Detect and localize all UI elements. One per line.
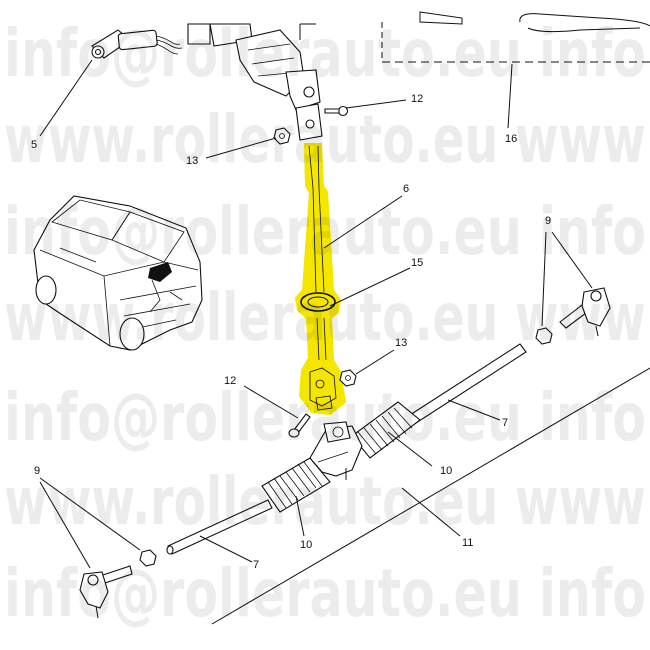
label-part-12-lower: 12 bbox=[224, 375, 236, 387]
part-15-grommet bbox=[300, 292, 336, 312]
label-part-13-upper: 13 bbox=[186, 155, 198, 167]
part-10-bellow-right bbox=[351, 401, 421, 459]
part-13-nut-right bbox=[535, 327, 553, 345]
label-part-10-left: 10 bbox=[300, 539, 312, 551]
label-part-5: 5 bbox=[31, 139, 37, 151]
label-part-11: 11 bbox=[462, 537, 473, 549]
part-9-tie-rod-end-left bbox=[79, 565, 133, 619]
watermark-row: www.rollerauto.eu www bbox=[4, 463, 646, 540]
label-part-12-upper: 12 bbox=[411, 93, 423, 105]
label-part-9-right: 9 bbox=[545, 215, 551, 227]
watermark-row: info@rollerauto.eu info bbox=[4, 193, 646, 270]
part-13-nut-left bbox=[139, 549, 157, 567]
label-part-13-middle: 13 bbox=[395, 337, 407, 349]
watermark: info@rollerauto.eu info www.rollerauto.e… bbox=[4, 15, 646, 632]
label-part-6: 6 bbox=[403, 183, 409, 195]
watermark-row: www.rollerauto.eu www bbox=[4, 101, 646, 178]
part-labels: 5 6 7 7 9 9 10 10 11 12 12 13 13 15 16 bbox=[31, 93, 551, 571]
part-12-bolt-upper bbox=[324, 105, 349, 117]
car-illustration bbox=[33, 195, 203, 351]
label-part-7-right: 7 bbox=[502, 417, 508, 429]
label-part-10-right: 10 bbox=[440, 465, 452, 477]
leader-lines bbox=[39, 24, 650, 625]
watermark-row: info@rollerauto.eu info bbox=[4, 379, 646, 456]
part-13-nut-upper bbox=[273, 127, 291, 145]
label-part-7-left: 7 bbox=[253, 559, 259, 571]
watermark-row: www.rollerauto.eu www bbox=[4, 279, 646, 356]
watermark-row: info@rollerauto.eu info bbox=[4, 555, 646, 632]
part-16-dashboard-outline bbox=[381, 11, 650, 63]
part-5-ignition-switch bbox=[91, 29, 183, 59]
part-6-intermediate-shaft bbox=[294, 143, 347, 416]
part-11-steering-rack bbox=[166, 343, 527, 555]
label-part-9-left: 9 bbox=[34, 465, 40, 477]
label-part-15: 15 bbox=[411, 257, 423, 269]
part-10-bellow-left bbox=[261, 457, 331, 513]
watermark-row: info@rollerauto.eu info bbox=[4, 15, 646, 92]
part-13-nut-middle bbox=[339, 369, 357, 387]
part-12-bolt-lower bbox=[288, 413, 311, 438]
upper-steering-column bbox=[187, 23, 323, 141]
part-9-tie-rod-end-right bbox=[559, 287, 611, 337]
label-part-16: 16 bbox=[505, 133, 517, 145]
shaft-highlight bbox=[294, 143, 347, 416]
